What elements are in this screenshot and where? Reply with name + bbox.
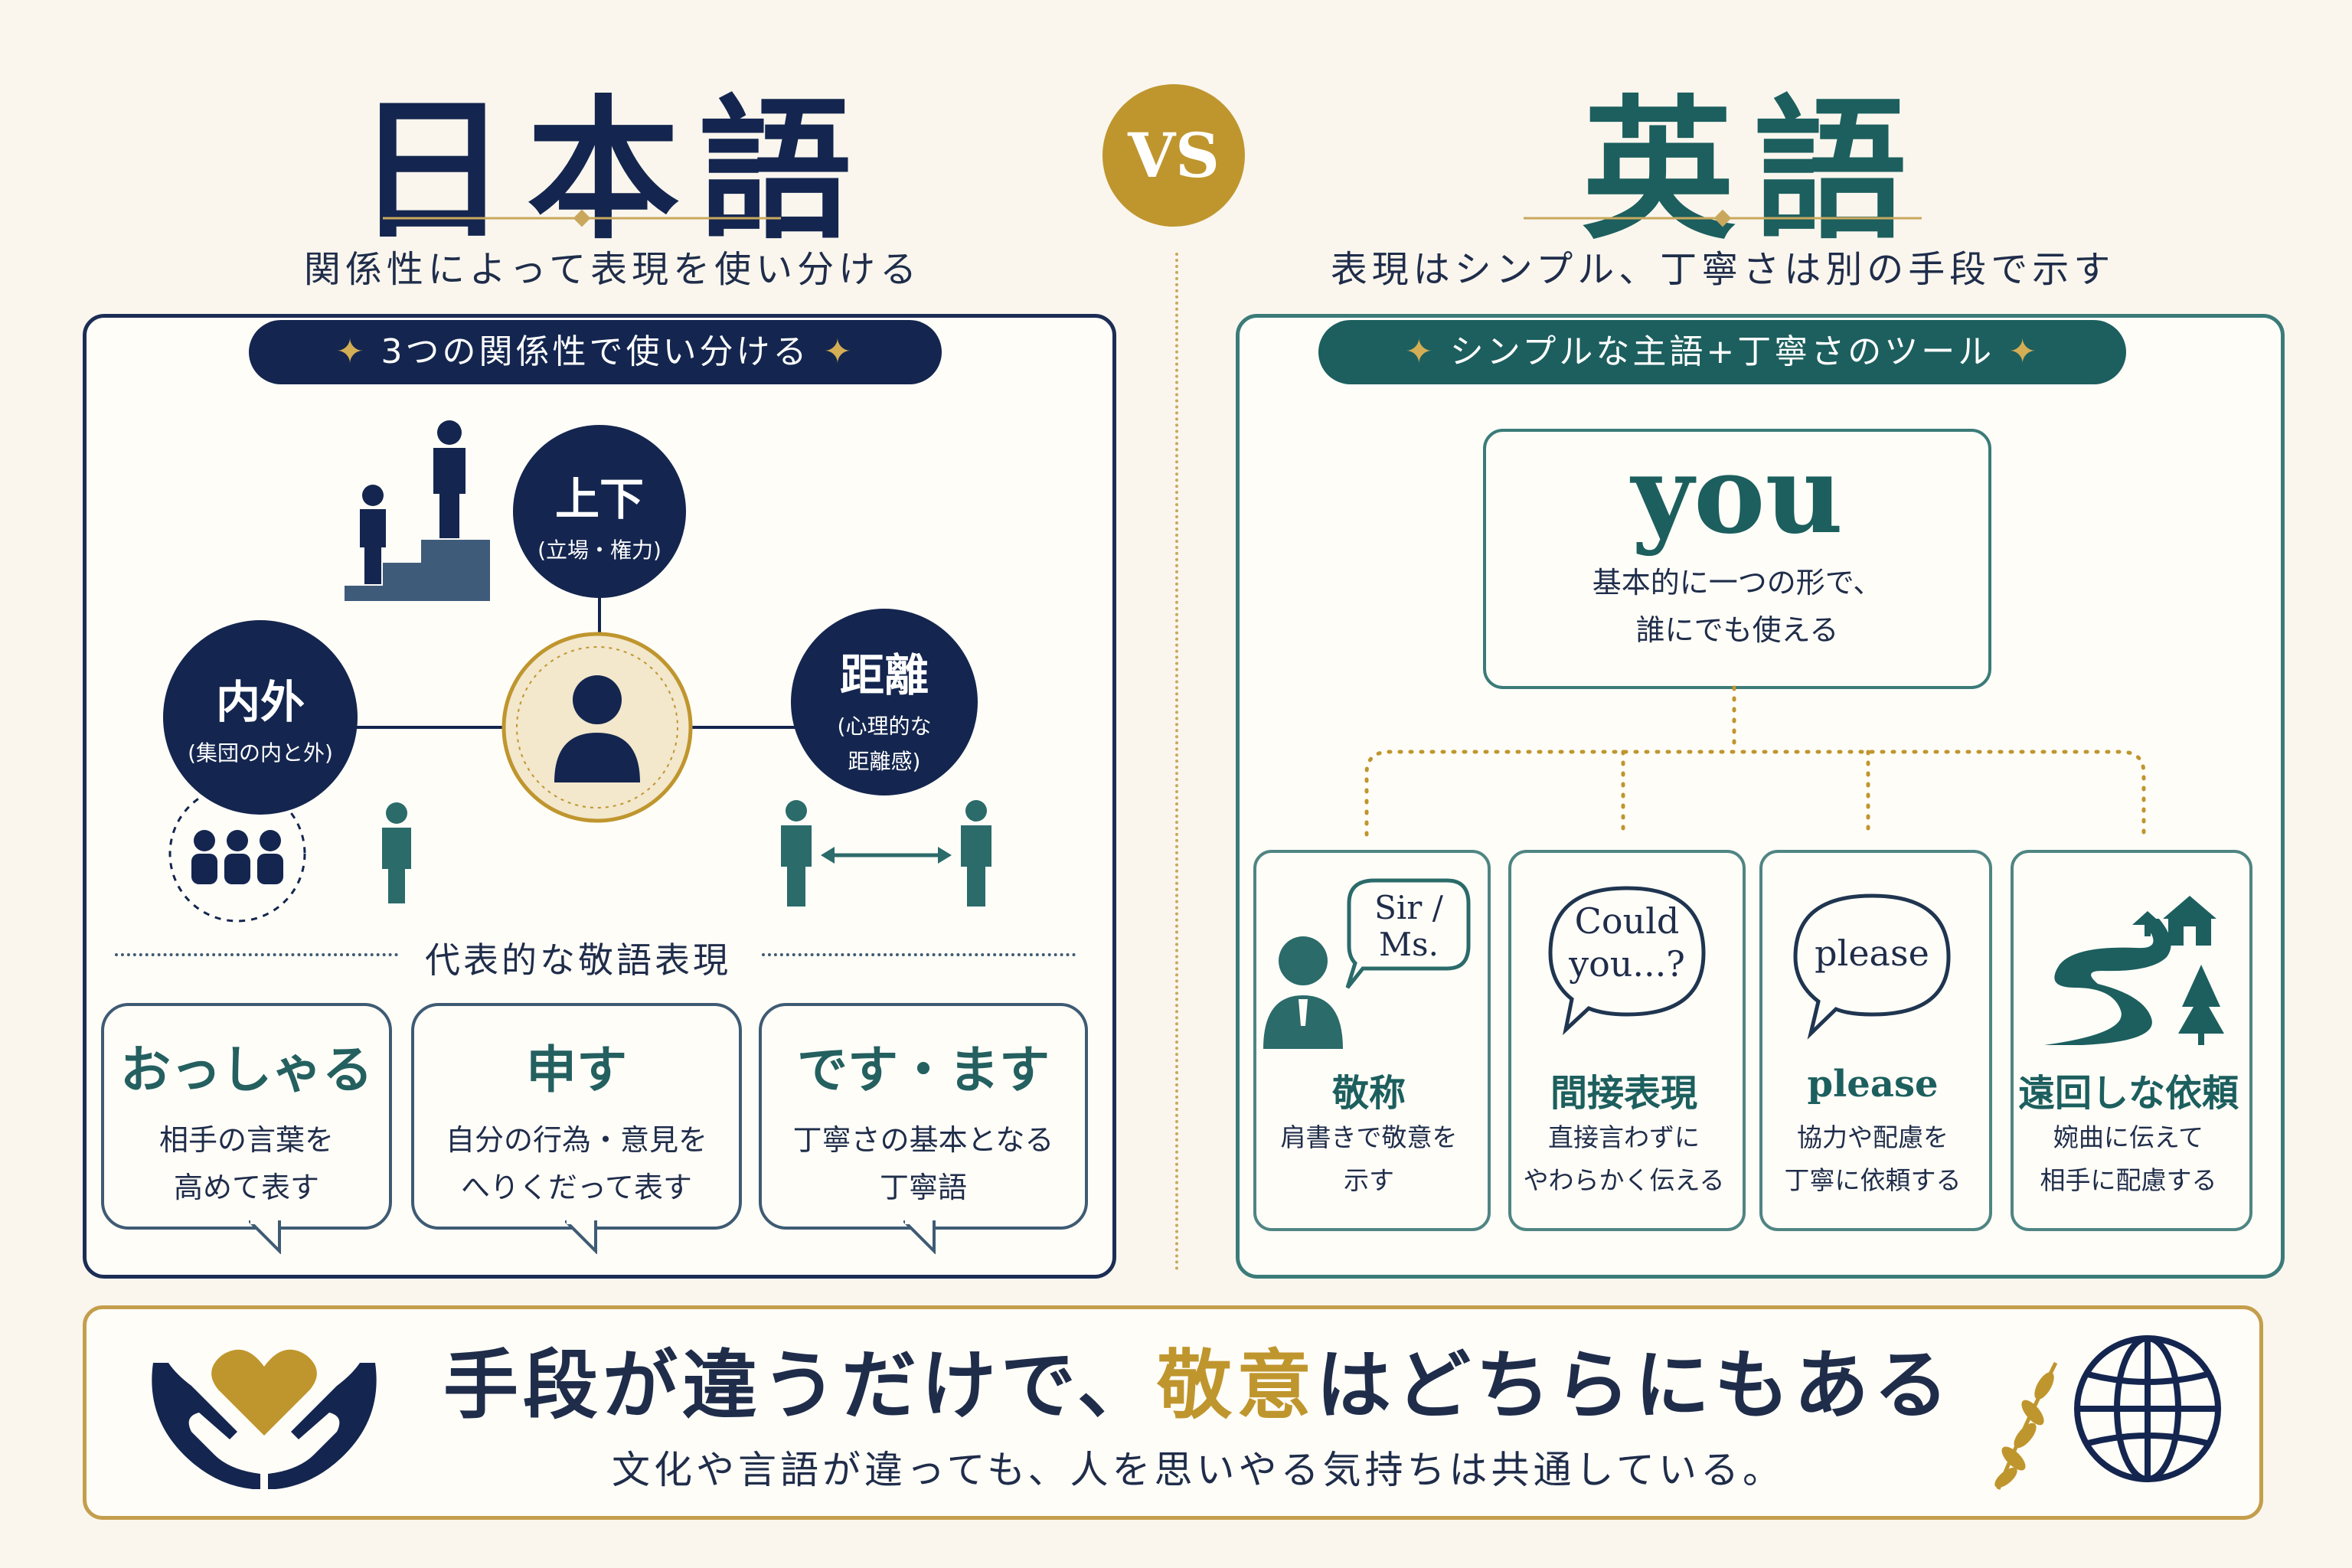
- relation-vertical-sub: (立場・権力): [537, 537, 662, 563]
- honorific-bubble: おっしゃる 相手の言葉を 高めて表す: [101, 1003, 392, 1230]
- heading-rule-right: [762, 953, 1076, 956]
- english-pill: ✦ シンプルな主語+丁寧さのツール ✦: [1318, 320, 2126, 384]
- hands-heart-icon: [152, 1349, 377, 1489]
- honorific-desc-line2: 高めて表す: [173, 1171, 319, 1204]
- bubble-tail: [565, 1220, 597, 1254]
- tool-desc: 協力や配慮を 丁寧に依頼する: [1759, 1116, 1986, 1202]
- speech-bubble-icon: [1793, 893, 1951, 1040]
- honorific-desc-line1: 自分の行為・意見を: [445, 1123, 707, 1157]
- group-icon: [168, 785, 306, 923]
- honorific-desc-line2: 丁寧語: [879, 1171, 967, 1204]
- relation-distance-sub: (心理的な: [837, 714, 932, 739]
- bubble-text: Sir / Ms.: [1351, 890, 1466, 963]
- english-title: 英語: [1581, 80, 1925, 260]
- tool-desc-line1: 肩書きで敬意を: [1280, 1122, 1458, 1152]
- relation-inout-sub: (集団の内と外): [188, 740, 333, 766]
- you-desc-line1: 基本的に一つの形で、: [1592, 566, 1883, 599]
- relation-vertical-circle: 上下 (立場・権力): [513, 425, 686, 598]
- speech-bubble-icon: [1548, 886, 1706, 1036]
- laurel-branch-icon: [1994, 1361, 2058, 1490]
- hierarchy-stairs-icon: [345, 420, 490, 601]
- banner-message-part2: はどちらにもある: [1316, 1342, 1954, 1429]
- english-subtitle: 表現はシンプル、丁寧さは別の手段で示す: [1330, 248, 2115, 291]
- diamond-icon: ✦: [335, 332, 368, 371]
- english-pill-label: シンプルな主語+丁寧さのツール: [1449, 332, 1995, 371]
- honorific-word: おっしゃる: [120, 1040, 373, 1099]
- bottom-banner: [83, 1305, 2263, 1520]
- bubble-text-line1: Sir /: [1374, 889, 1443, 926]
- center-divider: [1175, 253, 1178, 1271]
- relation-distance-sub2: 距離感): [848, 749, 921, 774]
- japanese-pill-label: 3つの関係性で使い分ける: [381, 332, 810, 371]
- you-word: you: [1631, 433, 1844, 558]
- bubble-text-line2: you...?: [1569, 943, 1685, 985]
- tool-title: 遠回しな依頼: [2017, 1072, 2239, 1115]
- globe-icon: [2074, 1335, 2221, 1482]
- honorific-heading: 代表的な敬語表現: [425, 939, 731, 981]
- japanese-subtitle: 関係性によって表現を使い分ける: [303, 248, 922, 291]
- distance-people-icon: [781, 800, 991, 906]
- bubble-text: please: [1815, 933, 1929, 974]
- outsider-person-icon: [382, 802, 411, 903]
- tool-desc-line2: 丁寧に依頼する: [1784, 1165, 1962, 1195]
- tool-title: 間接表現: [1550, 1072, 1697, 1115]
- tool-connectors: [1364, 685, 2146, 837]
- tool-desc: 肩書きで敬意を 示す: [1253, 1116, 1485, 1202]
- tool-desc-line1: 直接言わずに: [1548, 1122, 1700, 1152]
- tool-desc: 直接言わずに やわらかく伝える: [1508, 1116, 1740, 1202]
- honorific-bubble: 申す 自分の行為・意見を へりくだって表す: [411, 1003, 742, 1230]
- relation-inout-circle: 内外 (集団の内と外): [163, 620, 358, 815]
- diamond-icon: ✦: [2008, 332, 2040, 371]
- diamond-icon: ✦: [1404, 332, 1436, 371]
- center-person-icon: [501, 632, 693, 823]
- diamond-icon: ✦: [823, 332, 855, 371]
- tool-desc: 婉曲に伝えて 相手に配慮する: [2011, 1116, 2246, 1202]
- honorific-desc-line2: へりくだって表す: [460, 1171, 693, 1204]
- bubble-text: Could you...?: [1527, 900, 1726, 985]
- banner-message: 手段が違うだけで、敬意はどちらにもある: [429, 1325, 1968, 1433]
- honorific-desc-line1: 丁寧さの基本となる: [792, 1123, 1054, 1157]
- heading-rule-left: [115, 953, 398, 956]
- tool-desc-line2: 相手に配慮する: [2040, 1165, 2217, 1195]
- japanese-pill: ✦ 3つの関係性で使い分ける ✦: [249, 320, 942, 384]
- relation-distance-circle: 距離 (心理的な 距離感): [791, 609, 978, 795]
- bubble-tail: [249, 1220, 281, 1254]
- title-underline-right: [1524, 209, 1922, 227]
- honorific-bubble: です・ます 丁寧さの基本となる 丁寧語: [759, 1003, 1088, 1230]
- person-speech-icon: [1263, 878, 1471, 1049]
- bubble-text-line2: Ms.: [1379, 926, 1439, 963]
- you-box: you 基本的に一つの形で、 誰にでも使える: [1483, 429, 1991, 689]
- you-desc-line2: 誰にでも使える: [1635, 613, 1839, 647]
- relation-inout-label: 内外: [215, 676, 305, 728]
- tool-desc-line1: 婉曲に伝えて: [2053, 1122, 2204, 1152]
- tool-desc-line2: 示す: [1344, 1165, 1394, 1195]
- vs-badge: VS: [1102, 84, 1245, 227]
- bubble-text-line1: Could: [1574, 900, 1680, 942]
- title-underline-left: [383, 209, 781, 227]
- tool-desc-line1: 協力や配慮を: [1797, 1122, 1949, 1152]
- honorific-word: 申す: [526, 1040, 627, 1099]
- winding-road-icon: [2044, 896, 2224, 1045]
- tool-card-indirect-request: [2011, 850, 2252, 1231]
- tool-title: 敬称: [1331, 1072, 1406, 1115]
- japanese-title: 日本語: [354, 80, 870, 260]
- banner-message-part1: 手段が違うだけで、: [443, 1342, 1158, 1429]
- honorific-desc-line1: 相手の言葉を: [158, 1123, 334, 1157]
- honorific-word: です・ます: [797, 1040, 1050, 1099]
- tool-desc-line2: やわらかく伝える: [1523, 1165, 1725, 1195]
- tool-title: please: [1807, 1063, 1939, 1106]
- relation-distance-label: 距離: [839, 649, 929, 701]
- bubble-tail: [903, 1220, 936, 1254]
- banner-submessage: 文化や言語が違っても、人を思いやる気持ちは共通している。: [612, 1448, 1785, 1492]
- relation-vertical-label: 上下: [554, 473, 644, 525]
- banner-message-highlight: 敬意: [1157, 1342, 1317, 1429]
